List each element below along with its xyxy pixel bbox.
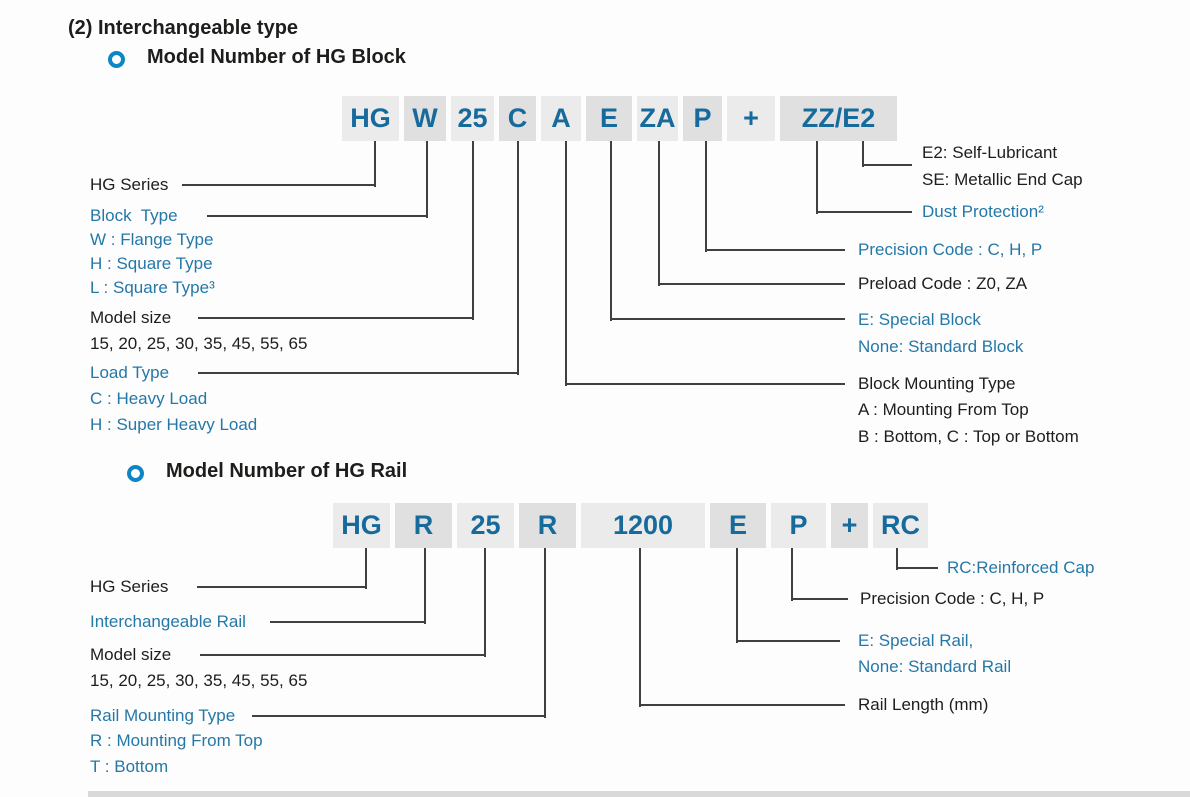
connector-line <box>197 586 366 588</box>
connector-line <box>610 318 845 320</box>
connector-line <box>544 548 546 718</box>
page-title: (2) Interchangeable type <box>68 17 299 39</box>
code-segment-e: E <box>710 503 766 548</box>
code-segment-1200: 1200 <box>581 503 705 548</box>
connector-line <box>862 141 864 167</box>
callout-label: HG Series <box>90 175 169 194</box>
callout-label: 15, 20, 25, 30, 35, 45, 55, 65 <box>90 334 308 353</box>
code-segment-hg: HG <box>333 503 390 548</box>
code-segment-w: W <box>404 96 446 141</box>
connector-line <box>484 548 486 657</box>
connector-line <box>207 215 427 217</box>
connector-line <box>639 704 845 706</box>
callout-label: Precision Code : C, H, P <box>860 589 1045 608</box>
callout-label: Rail Mounting Type <box>90 706 236 725</box>
callout-label: Block Mounting Type <box>858 374 1016 393</box>
connector-line <box>424 548 426 624</box>
connector-line <box>736 548 738 643</box>
connector-line <box>270 621 425 623</box>
code-segment-plus: + <box>727 96 775 141</box>
callout-label: SE: Metallic End Cap <box>922 170 1083 189</box>
connector-line <box>658 283 845 285</box>
code-segment-c: C <box>499 96 536 141</box>
callout-label: W : Flange Type <box>90 230 214 249</box>
callout-label: E: Special Block <box>858 310 981 329</box>
callout-label: Interchangeable Rail <box>90 612 246 631</box>
connector-line <box>472 141 474 320</box>
connector-line <box>658 141 660 286</box>
connector-line <box>896 567 938 569</box>
callout-label: H : Square Type <box>90 254 213 273</box>
code-segment-zze2: ZZ/E2 <box>780 96 897 141</box>
connector-line <box>182 184 375 186</box>
connector-line <box>736 640 840 642</box>
connector-line <box>816 211 912 213</box>
callout-label: B : Bottom, C : Top or Bottom <box>858 427 1079 446</box>
callout-label: L : Square Type³ <box>90 278 215 297</box>
callout-label: E2: Self-Lubricant <box>922 143 1058 162</box>
callout-label: RC:Reinforced Cap <box>947 558 1095 577</box>
connector-line <box>862 164 912 166</box>
code-segment-e: E <box>586 96 632 141</box>
code-segment-25: 25 <box>451 96 494 141</box>
connector-line <box>374 141 376 187</box>
callout-label: Block Type <box>90 206 178 225</box>
code-segment-a: A <box>541 96 581 141</box>
connector-line <box>639 548 641 707</box>
connector-line <box>896 548 898 570</box>
code-segment-p: P <box>683 96 722 141</box>
connector-line <box>705 141 707 252</box>
connector-line <box>198 372 518 374</box>
callout-label: Rail Length (mm) <box>858 695 989 714</box>
callout-label: A : Mounting From Top <box>858 400 1029 419</box>
callout-label: Model size <box>90 645 172 664</box>
page-footer-rule <box>88 791 1190 797</box>
connector-line <box>517 141 519 375</box>
callout-label: Load Type <box>90 363 170 382</box>
callout-label: H : Super Heavy Load <box>90 415 258 434</box>
code-segment-rc: RC <box>873 503 928 548</box>
connector-line <box>791 598 848 600</box>
connector-line <box>426 141 428 218</box>
callout-label: T : Bottom <box>90 757 169 776</box>
code-segment-plus: + <box>831 503 868 548</box>
callout-label: Preload Code : Z0, ZA <box>858 274 1028 293</box>
connector-line <box>565 383 845 385</box>
callout-label: C : Heavy Load <box>90 389 208 408</box>
connector-line <box>198 317 473 319</box>
connector-line <box>705 249 845 251</box>
callout-label: HG Series <box>90 577 169 596</box>
bullet-icon <box>127 465 144 482</box>
callout-label: 15, 20, 25, 30, 35, 45, 55, 65 <box>90 671 308 690</box>
callout-label: None: Standard Block <box>858 337 1024 356</box>
section-heading-block: Model Number of HG Block <box>147 46 406 68</box>
code-segment-p: P <box>771 503 826 548</box>
connector-line <box>565 141 567 386</box>
connector-line <box>252 715 545 717</box>
connector-line <box>816 141 818 214</box>
callout-label: E: Special Rail, <box>858 631 974 650</box>
section-heading-rail: Model Number of HG Rail <box>166 460 408 482</box>
connector-line <box>791 548 793 601</box>
connector-line <box>200 654 485 656</box>
callout-label: Precision Code : C, H, P <box>858 240 1043 259</box>
code-segment-za: ZA <box>637 96 678 141</box>
connector-line <box>610 141 612 321</box>
code-segment-hg: HG <box>342 96 399 141</box>
code-segment-r: R <box>395 503 452 548</box>
callout-label: Dust Protection² <box>922 202 1044 221</box>
callout-label: R : Mounting From Top <box>90 731 263 750</box>
code-segment-r2: R <box>519 503 576 548</box>
bullet-icon <box>108 51 125 68</box>
callout-label: None: Standard Rail <box>858 657 1012 676</box>
code-segment-25: 25 <box>457 503 514 548</box>
connector-line <box>365 548 367 589</box>
callout-label: Model size <box>90 308 172 327</box>
